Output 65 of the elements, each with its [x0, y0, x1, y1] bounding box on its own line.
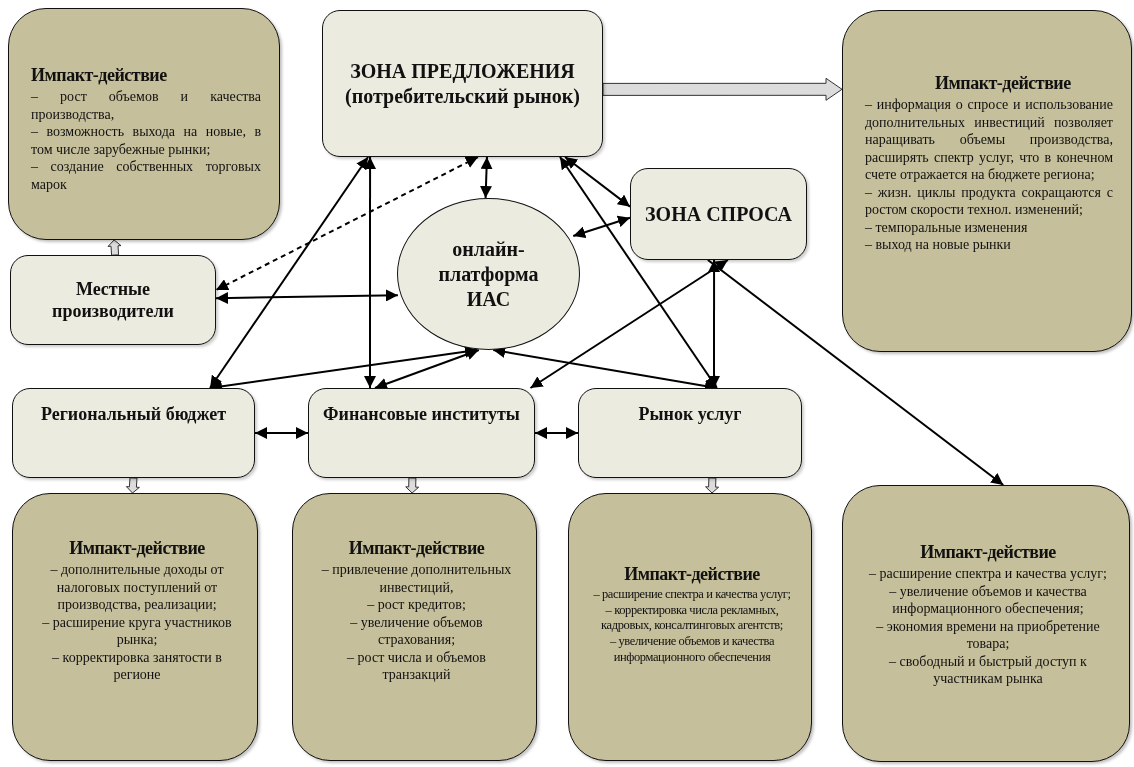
arrow [373, 348, 480, 390]
process-box [322, 10, 603, 157]
block-arrow [705, 477, 720, 494]
arrow [254, 427, 309, 439]
box-title: ЗОНА ПРЕДЛОЖЕНИЯ (потребительский рынок) [344, 58, 581, 109]
bullet-text: – увеличение объемов страхования; [349, 613, 484, 649]
bullet-text: – увеличение объемов и качества информационного обеспечения; [888, 582, 1088, 618]
arrow [364, 156, 377, 389]
arrow [215, 156, 479, 292]
box-title: Финансовые институты [323, 403, 520, 426]
box-title: ЗОНА СПРОСА [645, 201, 792, 227]
bullet-text: – свободный и быстрый доступ к участникам рынка [888, 652, 1088, 688]
bullet-text: – дополнительные доходы от налоговых поступлений от производства, реализации; [49, 561, 225, 614]
arrow [529, 259, 729, 389]
block-arrow [107, 239, 122, 256]
block-arrow [125, 477, 140, 494]
arrow [215, 289, 399, 304]
process-box [308, 388, 535, 478]
bullet-text: – экономия времени на приобретение товара; [875, 617, 1101, 653]
box-heading: Импакт-действие [919, 542, 1057, 563]
arrow [209, 156, 370, 389]
box-title: Региональный бюджет [40, 403, 227, 426]
arrow [572, 215, 631, 238]
arrow [706, 259, 1005, 486]
block-arrow [405, 477, 420, 494]
arrow [480, 156, 493, 199]
arrow [534, 427, 579, 439]
arrow [564, 156, 631, 208]
box-heading: Импакт-действие [68, 538, 206, 559]
bullet-text: – темпоральные изменения [865, 218, 1029, 236]
process-box [10, 255, 216, 345]
bullet-text: – жизн. циклы продукта сокращаются с ростом скорости технол. изменений; [865, 183, 1113, 219]
bullet-text: – информация о спросе и использование дополнительных инвестиций позволяет наращивать объемы производства, расширять спектр услуг, что в конечном счете отражается на бюджете региона; [865, 96, 1113, 184]
impact-box [568, 493, 812, 761]
bullet-text: – расширение спектра и качества услуг; [868, 565, 1108, 583]
impact-box [292, 493, 537, 761]
box-heading: Импакт-действие [31, 65, 168, 86]
bullet-text: – корректировка числа рекламных, кадровых, консалтинговых агентств; [600, 602, 784, 634]
bullet-text: – рост кредитов; [366, 596, 467, 614]
process-box [578, 388, 802, 478]
bullet-text: – расширение круга участников рынка; [41, 613, 233, 649]
box-heading: Импакт-действие [934, 73, 1072, 94]
bullet-text: – увеличение объемов и качества информационного обеспечения [608, 633, 776, 666]
bullet-text: – выход на новые рынки [865, 236, 1012, 254]
ellipse-title: онлайн-платформа ИАС [437, 236, 540, 312]
box-title: Рынок услуг [638, 403, 742, 426]
bullet-text: – рост объемов и качества производства, [31, 88, 261, 123]
bullet-text: – рост числа и объемов транзакций [346, 648, 487, 684]
arrow [559, 156, 718, 389]
impact-box [8, 8, 280, 240]
box-title: Местные производители [51, 277, 175, 323]
box-heading: Импакт-действие [623, 564, 761, 585]
block-arrow [602, 77, 843, 101]
impact-box [842, 485, 1130, 762]
impact-box [12, 493, 258, 761]
box-heading: Импакт-действие [347, 538, 486, 559]
bullet-text: – создание собственных торговых марок [31, 158, 261, 193]
process-box [12, 388, 255, 478]
arrow [708, 259, 721, 389]
bullet-text: – расширение спектра и качества услуг; [592, 587, 792, 603]
bullet-text: – корректировка занятости в регионе [51, 648, 223, 684]
bullet-text: – привлечение дополнительных инвестиций, [320, 561, 513, 596]
impact-box [842, 10, 1132, 352]
bullet-text: – возможность выхода на новые, в том числе зарубежные рынки; [31, 123, 261, 158]
process-box [630, 168, 807, 260]
